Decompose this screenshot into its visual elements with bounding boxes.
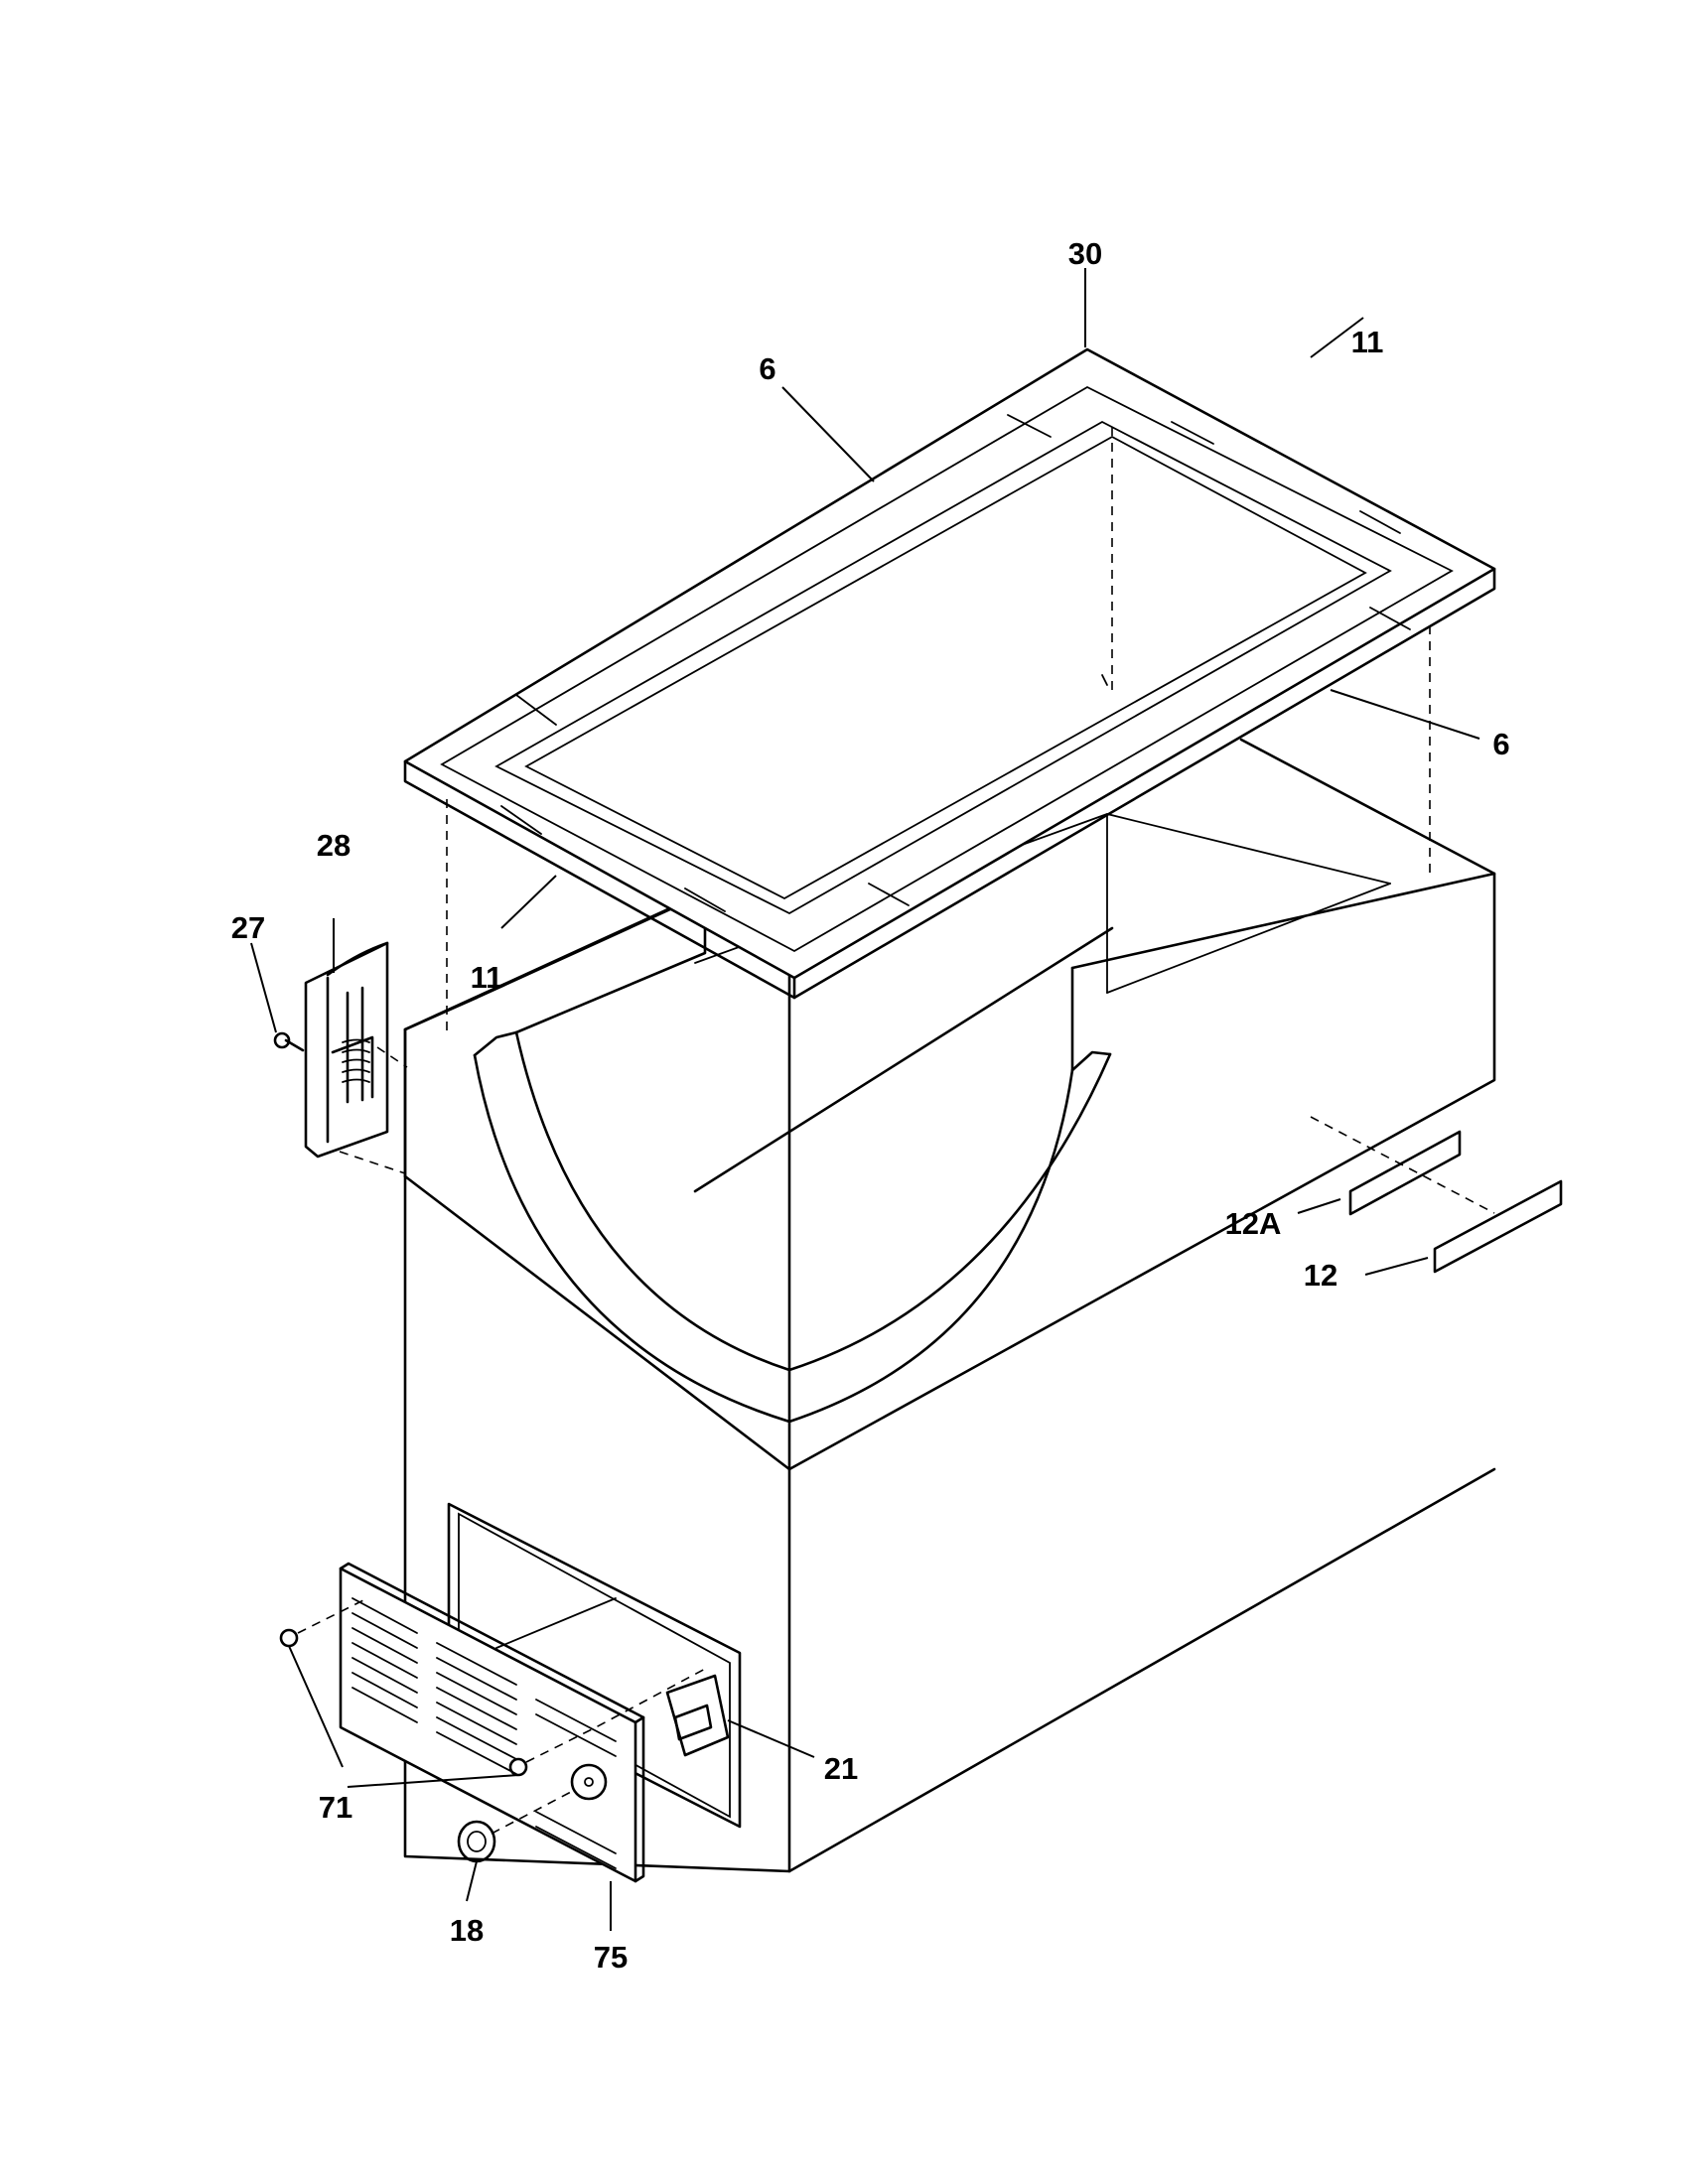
callout-71: 71 [319, 1790, 352, 1825]
cabinet-cutaway-liner [473, 1053, 1074, 1424]
callout-6-top: 6 [759, 351, 775, 386]
grille-slots [352, 1597, 617, 1869]
hinge-screw [250, 942, 305, 1052]
thermostat [665, 1674, 815, 1758]
cabinet-top-rim [403, 891, 707, 1031]
callout-11-left: 11 [471, 960, 503, 995]
callout-28: 28 [317, 828, 351, 863]
label-12 [1364, 1179, 1563, 1276]
hinge [304, 918, 389, 1159]
grille-screws [279, 1597, 708, 1788]
grille [339, 1562, 645, 1931]
thermostat-knob [457, 1791, 572, 1902]
label-12a [1297, 1130, 1462, 1216]
callout-6-right: 6 [1492, 727, 1509, 761]
callout-12: 12 [1304, 1258, 1337, 1293]
grille-opening [447, 1502, 742, 1829]
callout-27: 27 [231, 910, 265, 945]
gasket-outer-top [403, 347, 1496, 980]
callout-18: 18 [450, 1913, 484, 1948]
callout-75: 75 [594, 1940, 628, 1975]
callout-11-top: 11 [1351, 325, 1384, 359]
callout-30: 30 [1068, 236, 1102, 271]
callout-21: 21 [824, 1751, 858, 1786]
cabinet-right-face [787, 738, 1496, 1471]
callout-12a: 12A [1225, 1206, 1282, 1241]
lid-gasket-frame [403, 347, 1496, 1193]
cabinet-left-face [403, 852, 791, 1471]
alignment-lines [339, 427, 1495, 1214]
cabinet-body [403, 738, 1496, 1873]
